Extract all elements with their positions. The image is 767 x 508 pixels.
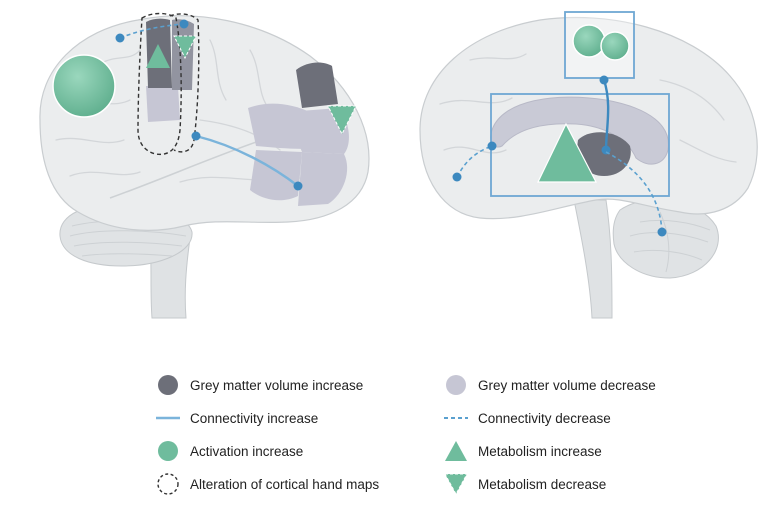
lateral-brain-view <box>39 12 370 319</box>
lateral-connectivity-increase <box>195 134 299 187</box>
medial-connectivity-decrease-right <box>605 151 663 233</box>
lateral-activation-circle <box>52 54 116 118</box>
lateral-connectivity-decrease <box>119 23 185 39</box>
legend-label: Connectivity increase <box>190 410 319 426</box>
legend-label: Metabolism decrease <box>478 476 607 492</box>
legend-label: Activation increase <box>190 443 304 459</box>
legend-connectivity-increase: Connectivity increase <box>152 404 318 432</box>
medial-metabolism-increase <box>537 122 597 183</box>
solid-line-icon <box>156 416 180 420</box>
triangle-up-icon <box>445 441 467 461</box>
triangle-down-icon <box>444 473 468 496</box>
dark-circle-icon <box>158 375 178 395</box>
legend-label: Metabolism increase <box>478 443 602 459</box>
lateral-metabolism-decrease-2 <box>327 105 357 136</box>
dashed-circle-icon <box>157 473 179 495</box>
corpus-callosum <box>490 96 669 165</box>
medial-activation-circle-1 <box>572 24 606 58</box>
legend-label: Grey matter volume increase <box>190 377 364 393</box>
legend-metabolism-decrease: Metabolism decrease <box>440 470 606 498</box>
legend-gm-increase: Grey matter volume increase <box>152 371 363 399</box>
medial-gm-increase <box>577 132 631 176</box>
green-circle-icon <box>158 441 178 461</box>
dashed-line-icon <box>444 417 468 419</box>
legend: Grey matter volume increase Connectivity… <box>152 366 712 506</box>
light-circle-icon <box>446 375 466 395</box>
legend-activation-increase: Activation increase <box>152 437 303 465</box>
legend-label: Alteration of cortical hand maps <box>190 476 380 492</box>
lateral-gm-decrease <box>146 86 349 206</box>
medial-connectivity-increase <box>602 79 610 151</box>
lateral-metabolism-increase <box>146 44 170 68</box>
medial-brain-view <box>419 11 758 319</box>
legend-gm-decrease: Grey matter volume decrease <box>440 371 656 399</box>
legend-cortical-hand-maps: Alteration of cortical hand maps <box>152 470 379 498</box>
brain-figure <box>39 11 758 319</box>
cortical-hand-maps <box>137 12 200 156</box>
legend-label: Connectivity decrease <box>478 410 611 426</box>
legend-metabolism-increase: Metabolism increase <box>440 437 602 465</box>
legend-connectivity-decrease: Connectivity decrease <box>440 404 611 432</box>
legend-label: Grey matter volume decrease <box>478 377 656 393</box>
medial-brainstem <box>573 199 613 319</box>
medial-activation-circle-2 <box>600 31 630 61</box>
lateral-metabolism-decrease <box>173 35 197 60</box>
